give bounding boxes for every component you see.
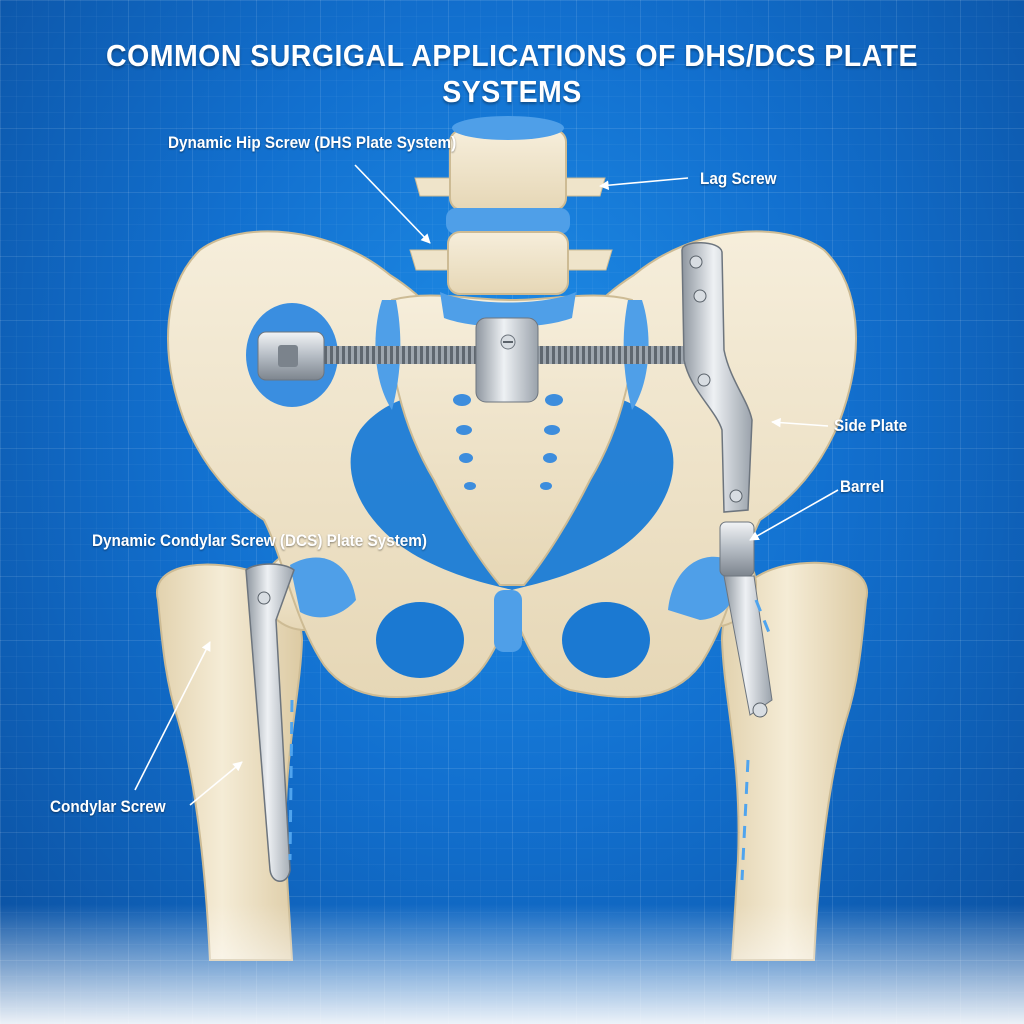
- callout-lines: [134, 164, 839, 806]
- label-barrel: Barrel: [840, 477, 885, 496]
- label-condylar-screw: Condylar Screw: [50, 797, 166, 816]
- label-side-plate: Side Plate: [834, 416, 908, 435]
- screw-path-lines: [288, 599, 774, 881]
- lag-screw-assembly: [246, 303, 688, 407]
- page-title: COMMON SURGIGAL APPLICATIONS OF DHS/DCS …: [106, 38, 918, 109]
- bottom-fade: [0, 904, 1024, 1024]
- label-dcs-system: Dynamic Condylar Screw (DCS) Plate Syste…: [92, 531, 428, 550]
- label-lag-screw: Lag Screw: [700, 169, 777, 188]
- side-plate-assembly: [681, 242, 773, 718]
- label-dhs-system: Dynamic Hip Screw (DHS Plate System): [168, 133, 457, 152]
- condylar-plate-assembly: [245, 563, 295, 882]
- lumbar-vertebrae: [409, 116, 613, 327]
